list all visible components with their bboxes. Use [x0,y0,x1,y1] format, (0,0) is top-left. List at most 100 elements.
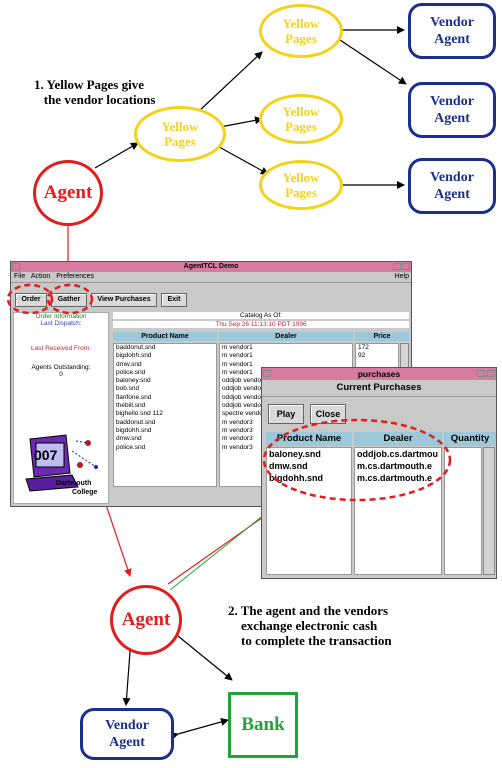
vendor-agent-node-bottom: Vendor Agent [80,708,174,760]
product-row[interactable]: bighello.snd 112 [116,410,163,418]
highlight-purchase-list [262,418,452,502]
purchases-window: purchases Current Purchases Play Close P… [261,367,497,579]
exit-button[interactable]: Exit [161,293,187,307]
purchases-titlebar: purchases [262,368,496,380]
maximize-icon[interactable] [487,370,495,377]
yellow-pages-node-bottom: Yellow Pages [259,160,343,210]
vendor-agent-node-1: Vendor Agent [408,3,496,59]
last-received-label: Last Received From: [31,345,91,352]
menu-preferences[interactable]: Preferences [56,273,95,280]
purchase-product-list[interactable]: baloney.snd dmw.snd bigdohh.snd [266,447,352,575]
arrow-yp-to-yp-top [197,51,263,113]
agent-node-bottom: Agent [110,585,182,655]
col-price: Price [355,332,409,341]
highlight-gather-button [46,283,94,315]
demo-menubar: File Action Preferences Help [11,272,411,283]
purchase-dealer-row[interactable]: oddjob.cs.dartmou [357,449,438,459]
purchase-dealer-row[interactable]: m.cs.dartmouth.e [357,473,433,483]
p-col-product-name: Product Name [266,432,352,446]
catalog-date: Thu Sep 26 11:13:10 PDT 1996 [113,321,409,328]
window-menu-icon[interactable] [263,370,271,377]
window-menu-icon[interactable] [12,263,20,270]
arrow-agent-bank [170,628,233,681]
agents-outstanding-count: 0 [59,371,63,378]
play-button[interactable]: Play [268,404,304,424]
p-col-dealer: Dealer [354,432,442,446]
purchases-scrollbar[interactable] [483,447,495,575]
dealer-row[interactable]: m vendor3 [222,418,253,426]
agents-outstanding-label: Agents Outstanding: [31,364,91,371]
college-text-1: Dartmouth [56,480,92,487]
dealer-row[interactable]: m vendor1 [222,368,253,376]
arrow-yp-to-yp-mid [219,116,263,128]
dealer-row[interactable]: m vendor3 [222,435,253,443]
product-row[interactable]: bigdohh.snd [116,352,152,360]
menu-action[interactable]: Action [30,273,51,280]
order-info-label: Order Information [35,313,87,320]
arrow-vendor-bank [170,718,229,740]
product-row[interactable]: baddonut.snd [116,344,156,351]
maximize-icon[interactable] [402,263,410,270]
product-row[interactable]: baloney.snd [116,377,151,385]
purchase-product-row[interactable]: dmw.snd [269,461,308,471]
purchase-quantity-list[interactable] [444,447,482,575]
product-row[interactable]: dmw.snd [116,360,142,368]
logo-007-text: 007 [34,447,58,463]
vendor-agent-node-3: Vendor Agent [408,158,496,214]
caption-step1: 1. Yellow Pages give the vendor location… [34,77,156,107]
dealer-row[interactable]: oddjob vendor [222,377,264,385]
arrow-agent-to-yp [94,142,139,169]
purchase-product-row[interactable]: baloney.snd [269,449,321,459]
yellow-pages-node-mid: Yellow Pages [259,94,343,144]
dealer-row[interactable]: m vendor1 [222,344,253,351]
dealer-row[interactable]: oddjob vendor [222,393,264,401]
col-product-name: Product Name [113,332,217,341]
minimize-icon[interactable] [393,263,401,270]
dealer-row[interactable]: spectre vendor [222,410,265,418]
demo-titlebar: AgentTCL Demo [11,262,411,272]
gather-button[interactable]: Gather [51,293,87,307]
product-row[interactable]: bigdohh.snd [116,426,152,434]
product-row[interactable]: police.snd [116,368,146,376]
yellow-pages-node-top: Yellow Pages [259,4,343,58]
dealer-row[interactable]: oddjob vendor [222,385,264,393]
line-agent-to-purchases-green [169,509,271,591]
price-row[interactable]: 172 [358,344,369,351]
dealer-row[interactable]: m vendor1 [222,352,253,360]
arrow-agent-vendor-bottom [122,644,135,706]
dealer-row[interactable]: m vendor3 [222,426,253,434]
product-row[interactable]: dmw.snd [116,435,142,443]
col-dealer: Dealer [219,332,353,341]
product-row[interactable]: baddonut.snd [116,418,156,426]
arrow-yp-to-yp-bottom [211,142,269,175]
menu-help[interactable]: Help [394,273,409,280]
dealer-row[interactable]: m vendor1 [222,360,253,368]
purchase-dealer-row[interactable]: m.cs.dartmouth.e [357,461,433,471]
view-purchases-button[interactable]: View Purchases [91,293,157,307]
arrow-yp-to-vendor2 [339,39,407,85]
minimize-icon[interactable] [477,370,485,377]
product-row[interactable]: bob.snd [116,385,140,393]
product-row[interactable]: thebill.snd [116,402,146,410]
menu-file[interactable]: File [14,273,26,280]
agent-node-top: Agent [33,160,103,226]
catalog-label: Catalog As Of: [113,312,409,319]
product-row[interactable]: flanfone.snd [116,393,152,401]
yellow-pages-node-center: Yellow Pages [134,106,226,162]
product-row[interactable]: police.snd [116,443,146,451]
price-row[interactable]: 92 [358,352,366,360]
highlight-order-button [6,283,54,315]
purchase-dealer-list[interactable]: oddjob.cs.dartmou m.cs.dartmouth.e m.cs.da… [354,447,442,575]
vendor-agent-node-2: Vendor Agent [408,82,496,138]
last-dispatch-label: Last Dispatch: [40,320,82,327]
dealer-row[interactable]: oddjob vendor [222,402,264,410]
p-col-quantity: Quantity [444,432,496,446]
dealer-row[interactable]: m vendor3 [222,443,253,451]
order-button[interactable]: Order [15,293,47,307]
close-button[interactable]: Close [310,404,346,424]
purchase-product-row[interactable]: bigdohh.snd [269,473,323,483]
current-purchases-label: Current Purchases [262,380,496,397]
order-info-panel: Order Information Last Dispatch: Last Re… [13,312,109,504]
